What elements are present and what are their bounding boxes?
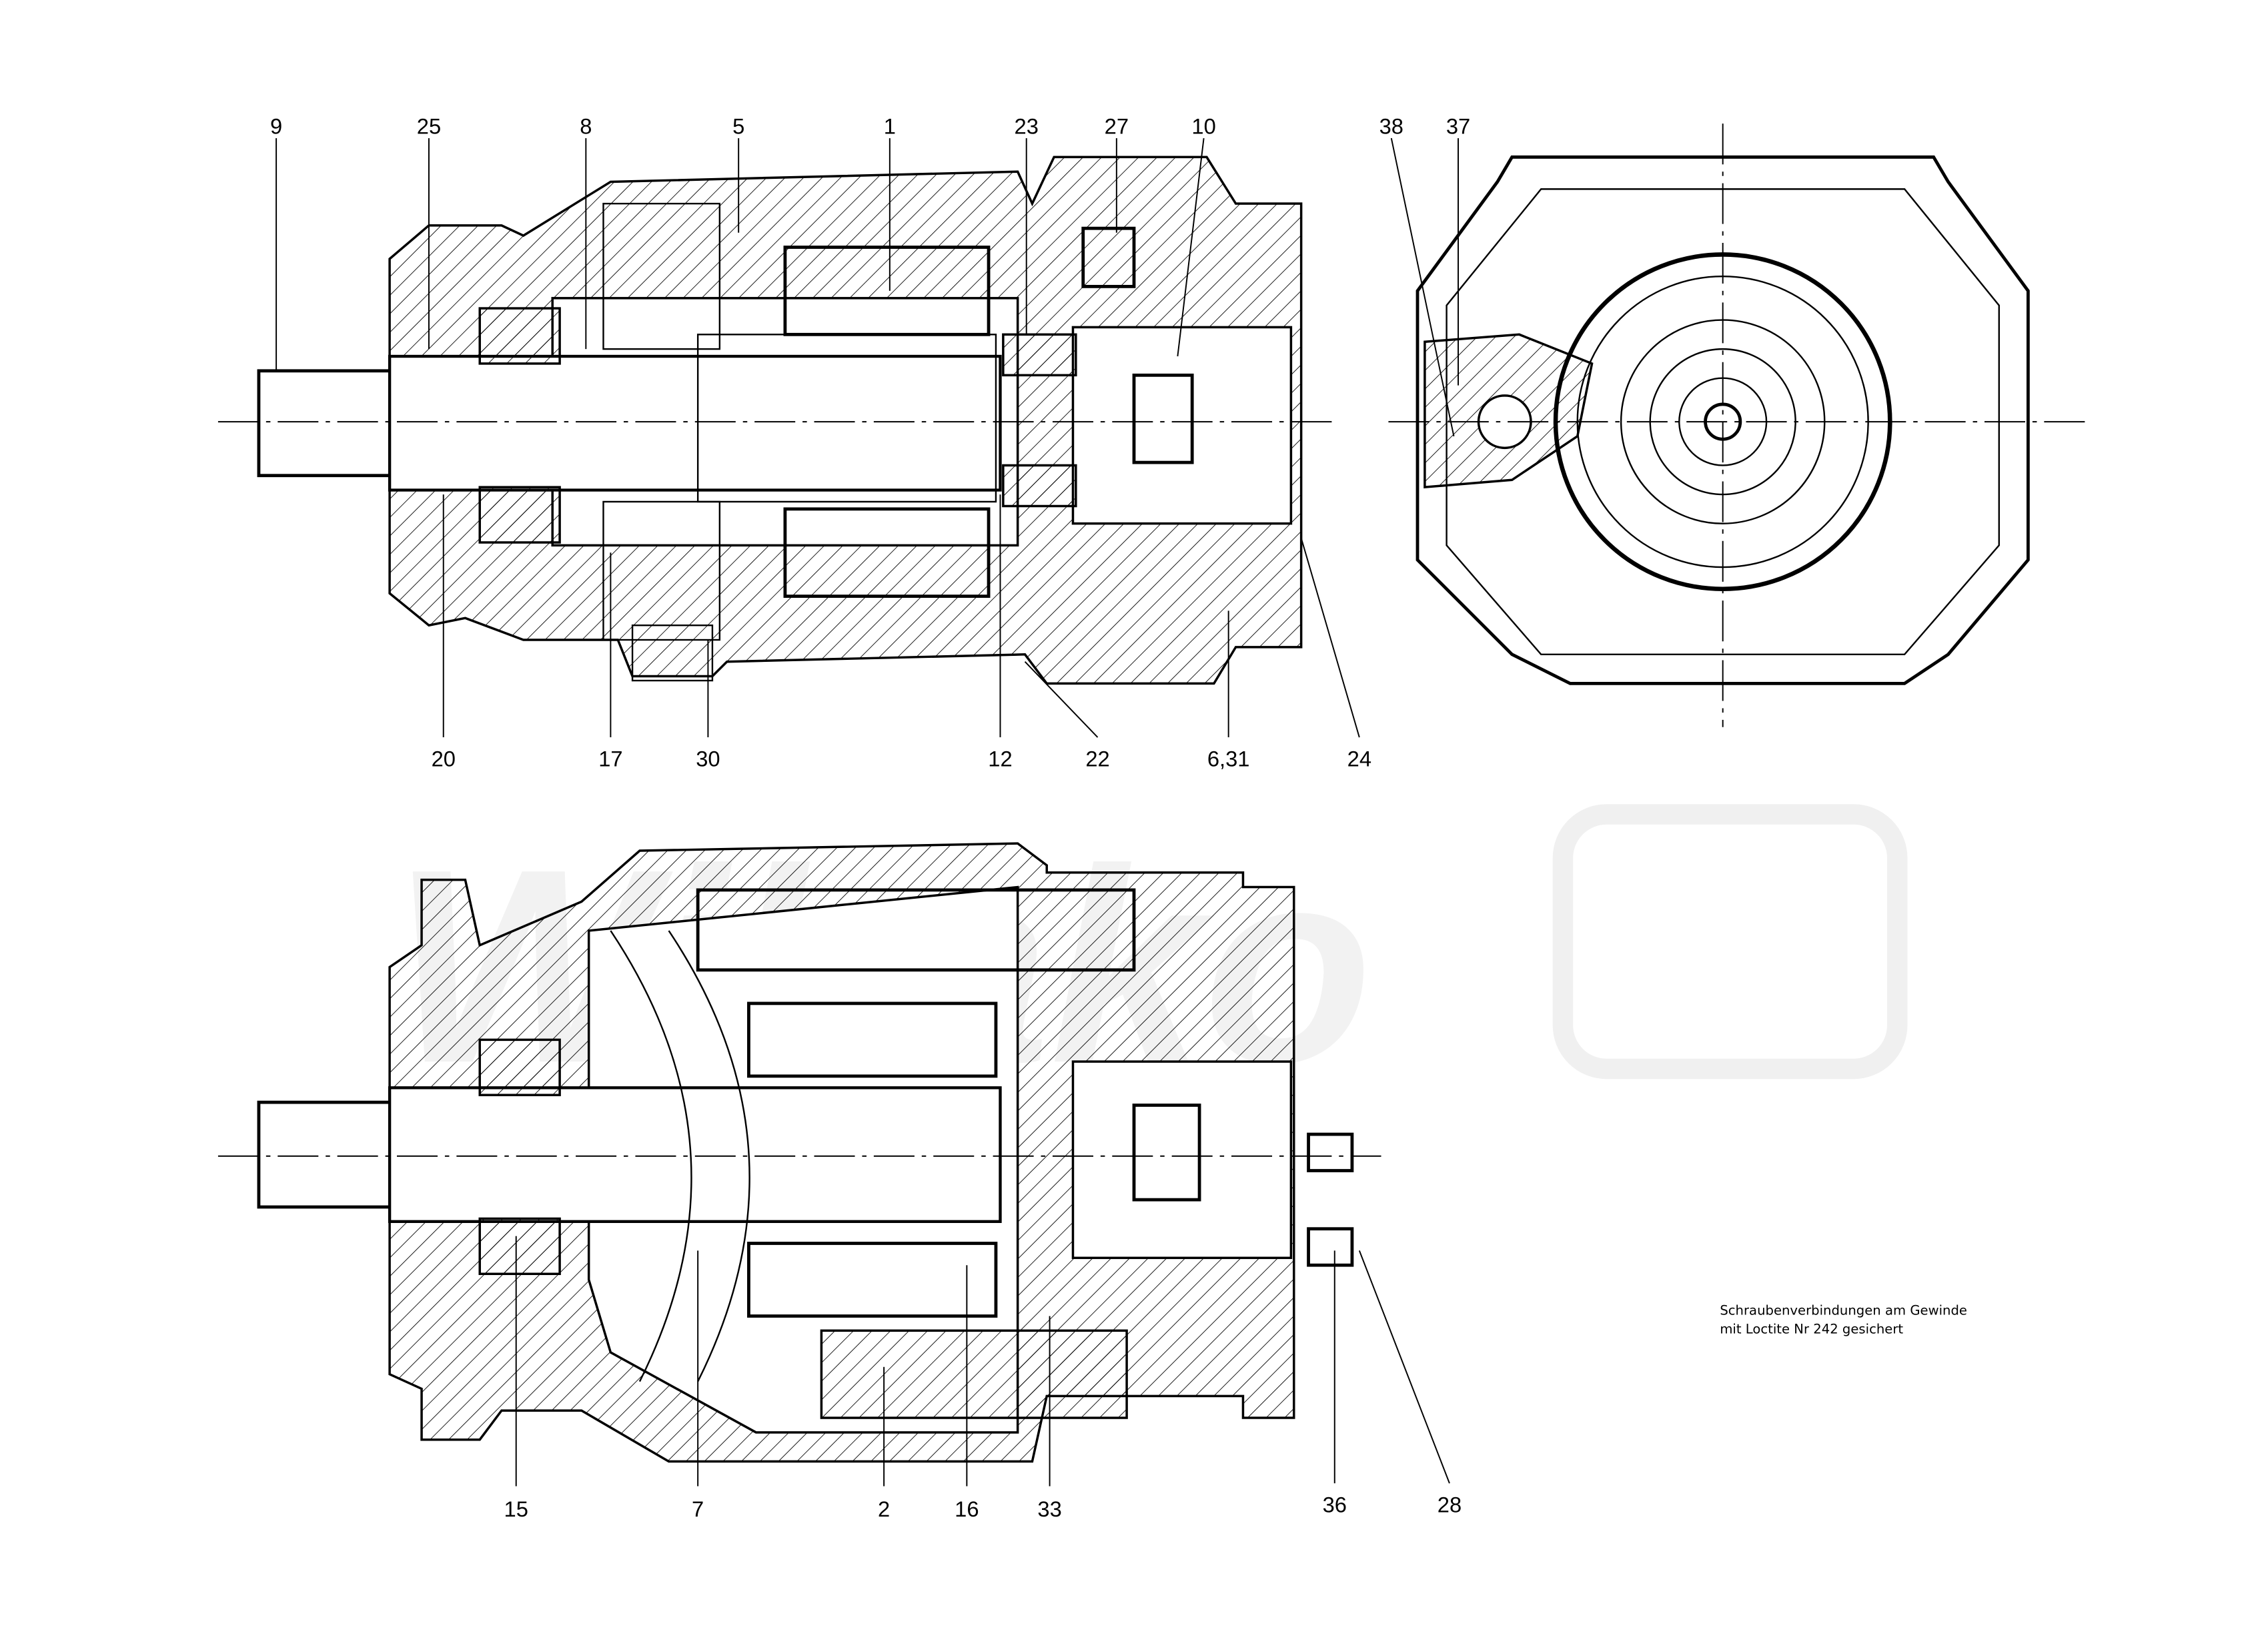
part-label: 12 [988, 747, 1012, 771]
leader-lines [275, 137, 1460, 1487]
part-label: 30 [696, 747, 720, 771]
assembly-note: Schraubenverbindungen am Gewinde mit Loc… [1720, 1302, 1967, 1336]
part-label: 36 [1323, 1493, 1347, 1517]
part-label: 1 [884, 114, 896, 139]
part-label: 37 [1446, 114, 1470, 139]
note-line-2: mit Loctite Nr 242 gesichert [1720, 1322, 1903, 1337]
part-label: 15 [504, 1497, 528, 1521]
bottom-section-view [217, 842, 1381, 1463]
part-label: 10 [1191, 114, 1215, 139]
part-label: 7 [692, 1497, 704, 1521]
note-line-1: Schraubenverbindungen am Gewinde [1720, 1302, 1967, 1318]
part-labels-bottom: 15 7 2 16 33 36 28 [504, 1493, 1462, 1522]
part-label: 27 [1105, 114, 1129, 139]
part-labels-middle: 20 17 30 12 22 6,31 24 [432, 747, 1371, 771]
part-label: 5 [732, 114, 744, 139]
part-label: 6,31 [1207, 747, 1250, 771]
part-label: 38 [1379, 114, 1403, 139]
part-label: 8 [580, 114, 592, 139]
part-label: 28 [1438, 1493, 1462, 1517]
part-label: 2 [878, 1497, 890, 1521]
part-labels-top: 9 25 8 5 1 23 27 10 38 37 [270, 114, 1470, 139]
end-view [1388, 123, 2087, 727]
part-label: 23 [1015, 114, 1039, 139]
part-label: 16 [955, 1497, 979, 1521]
part-label: 25 [417, 114, 441, 139]
part-label: 33 [1037, 1497, 1061, 1521]
part-label: 24 [1347, 747, 1371, 771]
top-section-view [217, 155, 1338, 685]
part-label: 22 [1085, 747, 1109, 771]
part-label: 20 [432, 747, 456, 771]
part-label: 9 [270, 114, 282, 139]
part-label: 17 [598, 747, 622, 771]
